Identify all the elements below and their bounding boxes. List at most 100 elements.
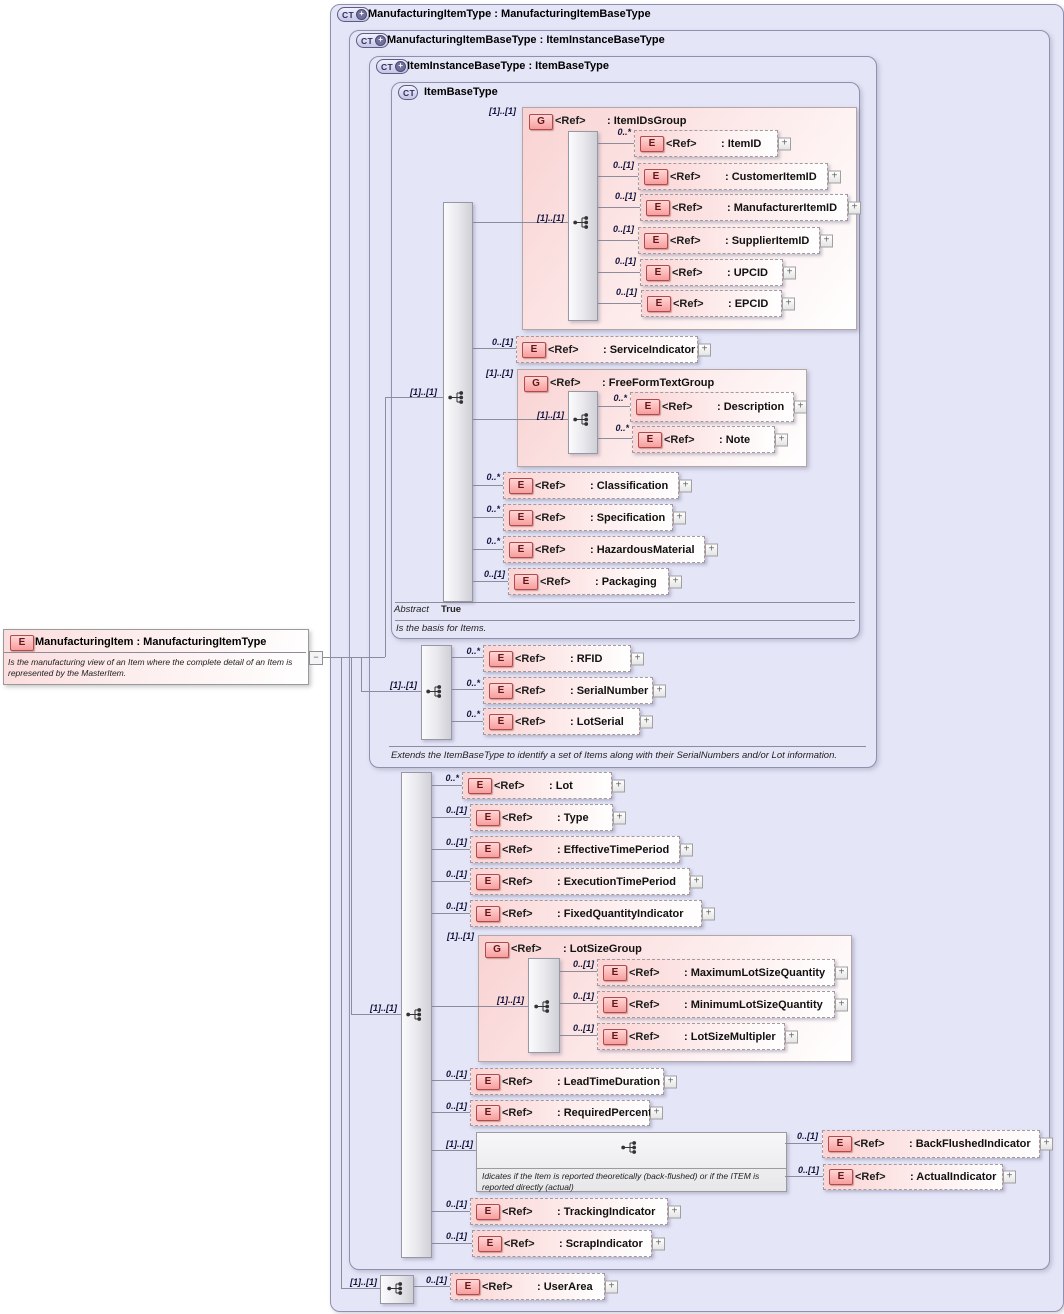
expand-icon[interactable]: + xyxy=(612,779,625,792)
expand-icon[interactable]: + xyxy=(794,400,807,414)
expand-icon[interactable]: + xyxy=(782,297,795,310)
element-packaging[interactable]: E<Ref>: Packaging+ xyxy=(508,568,682,595)
expand-icon[interactable]: + xyxy=(668,1205,681,1218)
expand-icon[interactable]: + xyxy=(669,575,682,588)
element-name: : ItemID xyxy=(721,137,762,150)
element-upcid[interactable]: E<Ref>: UPCID+ xyxy=(640,259,796,286)
element-badge-icon: E xyxy=(603,1028,627,1045)
container-title: ManufacturingItemBaseType : ItemInstance… xyxy=(387,34,665,46)
expand-icon[interactable]: + xyxy=(652,1237,665,1250)
expand-icon[interactable]: + xyxy=(783,266,796,279)
expand-icon[interactable]: + xyxy=(679,479,692,492)
ref-label: <Ref> xyxy=(504,1237,535,1250)
expand-icon[interactable]: + xyxy=(650,1106,663,1120)
element-executiontimeperiod[interactable]: E<Ref>: ExecutionTimePeriod+ xyxy=(470,868,703,895)
element-classification[interactable]: E<Ref>: Classification+ xyxy=(503,472,692,499)
element-scrapindicator[interactable]: E<Ref>: ScrapIndicator+ xyxy=(472,1230,665,1257)
sequence-bar-iteminstance xyxy=(421,645,452,740)
connector-line xyxy=(450,689,483,690)
sequence-bar-lotsizegroup xyxy=(528,958,560,1053)
expand-icon[interactable]: + xyxy=(673,511,686,524)
element-lotsizemultipler[interactable]: E<Ref>: LotSizeMultipler+ xyxy=(597,1023,798,1050)
expand-icon[interactable]: + xyxy=(631,652,644,665)
container-title: ItemInstanceBaseType : ItemBaseType xyxy=(407,60,609,72)
derived-plus-icon[interactable]: + xyxy=(395,61,407,72)
occurrence-label: [1]..[1] xyxy=(410,387,437,397)
element-epcid[interactable]: E<Ref>: EPCID+ xyxy=(641,290,795,317)
derived-plus-icon[interactable]: + xyxy=(356,9,368,20)
expand-icon[interactable]: + xyxy=(702,907,715,920)
element-rfid[interactable]: E<Ref>: RFID+ xyxy=(483,645,644,672)
element-maximumlotsizequantity[interactable]: E<Ref>: MaximumLotSizeQuantity+ xyxy=(597,959,848,986)
occurrence-label: 0..* xyxy=(466,709,480,719)
element-name: : ServiceIndicator xyxy=(603,343,696,356)
expand-icon[interactable]: + xyxy=(690,875,703,888)
element-trackingindicator[interactable]: E<Ref>: TrackingIndicator+ xyxy=(470,1198,681,1225)
element-supplieritemid[interactable]: E<Ref>: SupplierItemID+ xyxy=(638,227,833,254)
element-lot[interactable]: E<Ref>: Lot+ xyxy=(462,772,625,799)
element-badge-icon: E xyxy=(644,168,668,185)
element-description: Is the manufacturing view of an Item whe… xyxy=(8,657,293,678)
occurrence-label: [1]..[1] xyxy=(350,1277,377,1287)
element-serviceindicator[interactable]: E<Ref>: ServiceIndicator+ xyxy=(516,336,711,363)
element-note[interactable]: E<Ref>: Note+ xyxy=(632,426,788,453)
collapse-icon[interactable]: − xyxy=(309,651,323,665)
element-divider xyxy=(4,652,306,653)
element-requiredpercent[interactable]: E<Ref>: RequiredPercent+ xyxy=(470,1100,663,1126)
element-itemid[interactable]: E<Ref>: ItemID+ xyxy=(634,130,791,157)
element-name: : Type xyxy=(557,811,589,824)
connector-line xyxy=(596,406,630,407)
expand-icon[interactable]: + xyxy=(605,1280,618,1293)
element-hazardousmaterial[interactable]: E<Ref>: HazardousMaterial+ xyxy=(503,536,718,563)
element-name: : ManufacturerItemID xyxy=(727,201,838,214)
expand-icon[interactable]: + xyxy=(820,234,833,247)
ref-label: <Ref> xyxy=(854,1138,885,1150)
sequence-icon xyxy=(426,684,444,704)
element-minimumlotsizequantity[interactable]: E<Ref>: MinimumLotSizeQuantity+ xyxy=(597,991,848,1018)
expand-icon[interactable]: + xyxy=(1003,1170,1016,1184)
element-backflushedindicator[interactable]: E<Ref>: BackFlushedIndicator+ xyxy=(822,1130,1053,1158)
element-fixedquantityindicator[interactable]: E<Ref>: FixedQuantityIndicator+ xyxy=(470,900,715,927)
element-lotserial[interactable]: E<Ref>: LotSerial+ xyxy=(483,708,653,735)
derived-plus-icon[interactable]: + xyxy=(375,35,387,46)
element-manufactureritemid[interactable]: E<Ref>: ManufacturerItemID+ xyxy=(640,194,861,221)
expand-icon[interactable]: + xyxy=(698,343,711,356)
occurrence-label: [1]..[1] xyxy=(370,1003,397,1013)
expand-icon[interactable]: + xyxy=(848,201,861,214)
expand-icon[interactable]: + xyxy=(653,684,666,697)
element-badge-icon: E xyxy=(509,541,533,558)
expand-icon[interactable]: + xyxy=(680,843,693,856)
element-description[interactable]: E<Ref>: Description+ xyxy=(630,392,807,422)
expand-icon[interactable]: + xyxy=(778,137,791,150)
element-leadtimeduration[interactable]: E<Ref>: LeadTimeDuration+ xyxy=(470,1068,677,1095)
expand-icon[interactable]: + xyxy=(785,1030,798,1043)
element-serialnumber[interactable]: E<Ref>: SerialNumber+ xyxy=(483,677,666,704)
expand-icon[interactable]: + xyxy=(664,1075,677,1088)
expand-icon[interactable]: + xyxy=(1040,1137,1053,1151)
element-name: : LotSizeMultipler xyxy=(684,1030,776,1043)
connector-line xyxy=(558,971,597,972)
element-specification[interactable]: E<Ref>: Specification+ xyxy=(503,504,686,531)
expand-icon[interactable]: + xyxy=(835,998,848,1011)
expand-icon[interactable]: + xyxy=(828,170,841,183)
occurrence-label: 0..[1] xyxy=(614,256,636,266)
expand-icon[interactable]: + xyxy=(705,543,718,556)
occurrence-label: 0..[1] xyxy=(445,869,467,879)
element-type[interactable]: E<Ref>: Type+ xyxy=(470,804,626,831)
ref-label: <Ref> xyxy=(550,377,581,389)
expand-icon[interactable]: + xyxy=(640,715,653,728)
element-effectivetimeperiod[interactable]: E<Ref>: EffectiveTimePeriod+ xyxy=(470,836,693,863)
element-actualindicator[interactable]: E<Ref>: ActualIndicator+ xyxy=(823,1164,1016,1190)
expand-icon[interactable]: + xyxy=(613,811,626,824)
element-manufacturingitem[interactable]: E ManufacturingItem : ManufacturingItemT… xyxy=(3,629,309,685)
element-badge-icon: E xyxy=(522,341,546,358)
element-userarea[interactable]: E<Ref>: UserArea+ xyxy=(450,1273,618,1300)
element-customeritemid[interactable]: E<Ref>: CustomerItemID+ xyxy=(638,163,841,190)
expand-icon[interactable]: + xyxy=(835,966,848,979)
element-badge-icon: E xyxy=(644,232,668,249)
expand-icon[interactable]: + xyxy=(775,433,788,446)
occurrence-label: 0..[1] xyxy=(491,337,513,347)
occurrence-label: 0..* xyxy=(466,646,480,656)
element-badge-icon: E xyxy=(828,1136,852,1152)
ref-label: <Ref> xyxy=(502,843,533,856)
